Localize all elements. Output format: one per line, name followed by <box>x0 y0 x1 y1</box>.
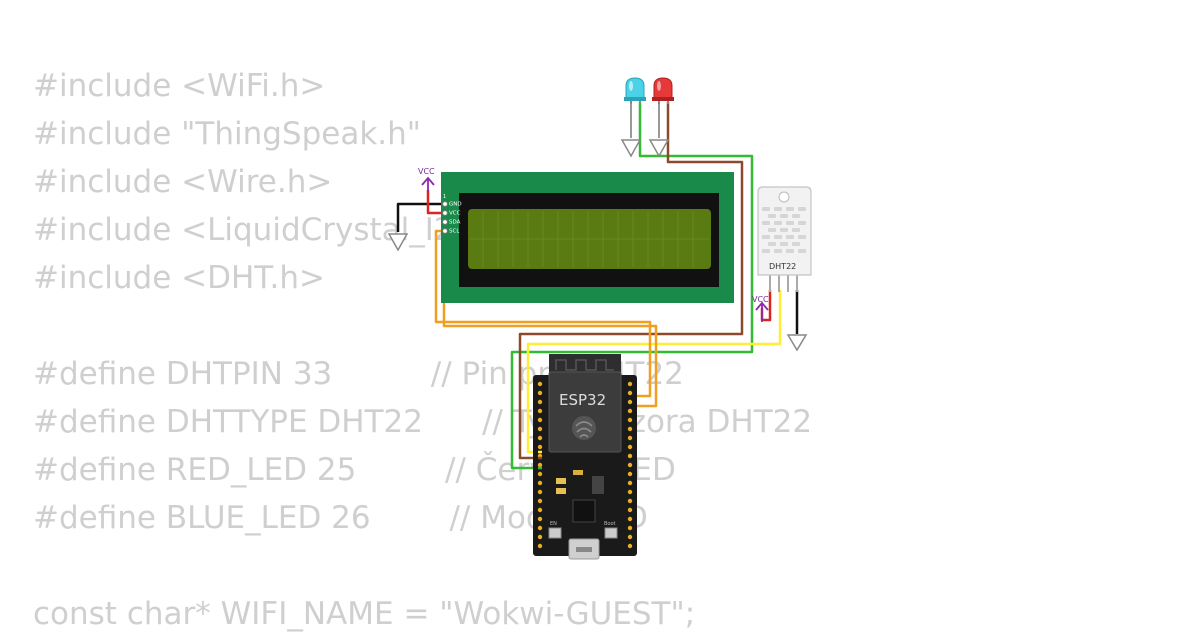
lcd-pin-label-scl: SCL <box>449 229 460 235</box>
esp32-left-pin-header <box>537 381 543 549</box>
code-line: const char* WIFI_NAME = "Wokwi-GUEST"; <box>33 596 696 632</box>
lcd-pin-label-sda: SDA <box>449 220 461 226</box>
dht-mount-hole-icon <box>778 191 790 203</box>
ground-icon <box>620 139 642 158</box>
dht-vcc-label: VCC <box>752 295 769 304</box>
board-capacitor <box>556 488 566 494</box>
wires <box>396 102 799 470</box>
led-shine-icon <box>657 81 661 91</box>
board-capacitor <box>556 478 566 484</box>
red-led[interactable] <box>652 77 674 104</box>
lcd-pin-label-vcc: VCC <box>449 211 461 217</box>
wire-yellow-dht-data[interactable] <box>526 290 782 454</box>
power-symbols <box>387 139 808 352</box>
board-regulator <box>592 476 604 494</box>
wire-green-blue-led[interactable] <box>510 102 754 470</box>
lcd-pin[interactable] <box>442 201 448 207</box>
code-line: #include <DHT.h> <box>33 260 326 296</box>
board-resistor <box>573 470 583 475</box>
boot-button-label: Boot <box>604 521 616 527</box>
lcd-pin-label-gnd: GND <box>449 202 462 208</box>
esp32-module <box>548 371 622 453</box>
lcd-pin[interactable] <box>442 210 448 216</box>
dht-vent-grille <box>762 207 806 253</box>
led-shine-icon <box>629 81 633 91</box>
esp32-label: ESP32 <box>559 391 606 409</box>
lcd-display[interactable]: 1 GND VCC SDA SCL <box>441 172 734 303</box>
ground-icon <box>786 334 808 352</box>
vcc-symbols <box>421 176 769 322</box>
lcd-vcc-label: VCC <box>418 167 435 176</box>
esp32-board[interactable]: ESP32 Boot EN <box>533 354 637 560</box>
espressif-logo-icon <box>572 416 596 440</box>
ground-icon <box>648 139 670 158</box>
esp32-antenna <box>549 354 621 374</box>
en-button-label: EN <box>550 521 557 527</box>
usb-port-slot <box>576 547 592 552</box>
led-base <box>652 97 674 101</box>
lcd-character-grid <box>470 211 709 267</box>
wire-orange-scl[interactable] <box>434 229 652 398</box>
blue-led[interactable] <box>624 77 646 104</box>
en-button[interactable] <box>548 527 562 539</box>
ground-icon <box>387 233 409 252</box>
wire-endpoints <box>538 450 542 470</box>
code-line: #include <Wire.h> <box>33 164 333 200</box>
boot-button[interactable] <box>604 527 618 539</box>
esp32-right-pin-header <box>627 381 633 549</box>
dht22-sensor[interactable]: DHT22 <box>757 186 812 292</box>
wire-black-lcd-gnd[interactable] <box>396 202 444 232</box>
antenna-trace-icon <box>555 359 614 371</box>
code-line: #include <WiFi.h> <box>33 68 326 104</box>
lcd-pin[interactable] <box>442 228 448 234</box>
code-line: #include "ThingSpeak.h" <box>33 116 422 152</box>
wire-red-lcd-vcc[interactable] <box>426 190 444 215</box>
led-dome-icon <box>625 77 645 100</box>
dht22-label: DHT22 <box>769 262 796 271</box>
lcd-pin[interactable] <box>442 219 448 225</box>
wire-brown-red-led[interactable] <box>518 102 744 460</box>
led-base <box>624 97 646 101</box>
led-dome-icon <box>653 77 673 100</box>
lcd-pin1-label: 1 <box>443 194 446 200</box>
board-chip <box>572 499 596 523</box>
lcd-pin-header <box>442 201 448 234</box>
code-editor-background: #include <WiFi.h> #include "ThingSpeak.h… <box>33 66 812 632</box>
